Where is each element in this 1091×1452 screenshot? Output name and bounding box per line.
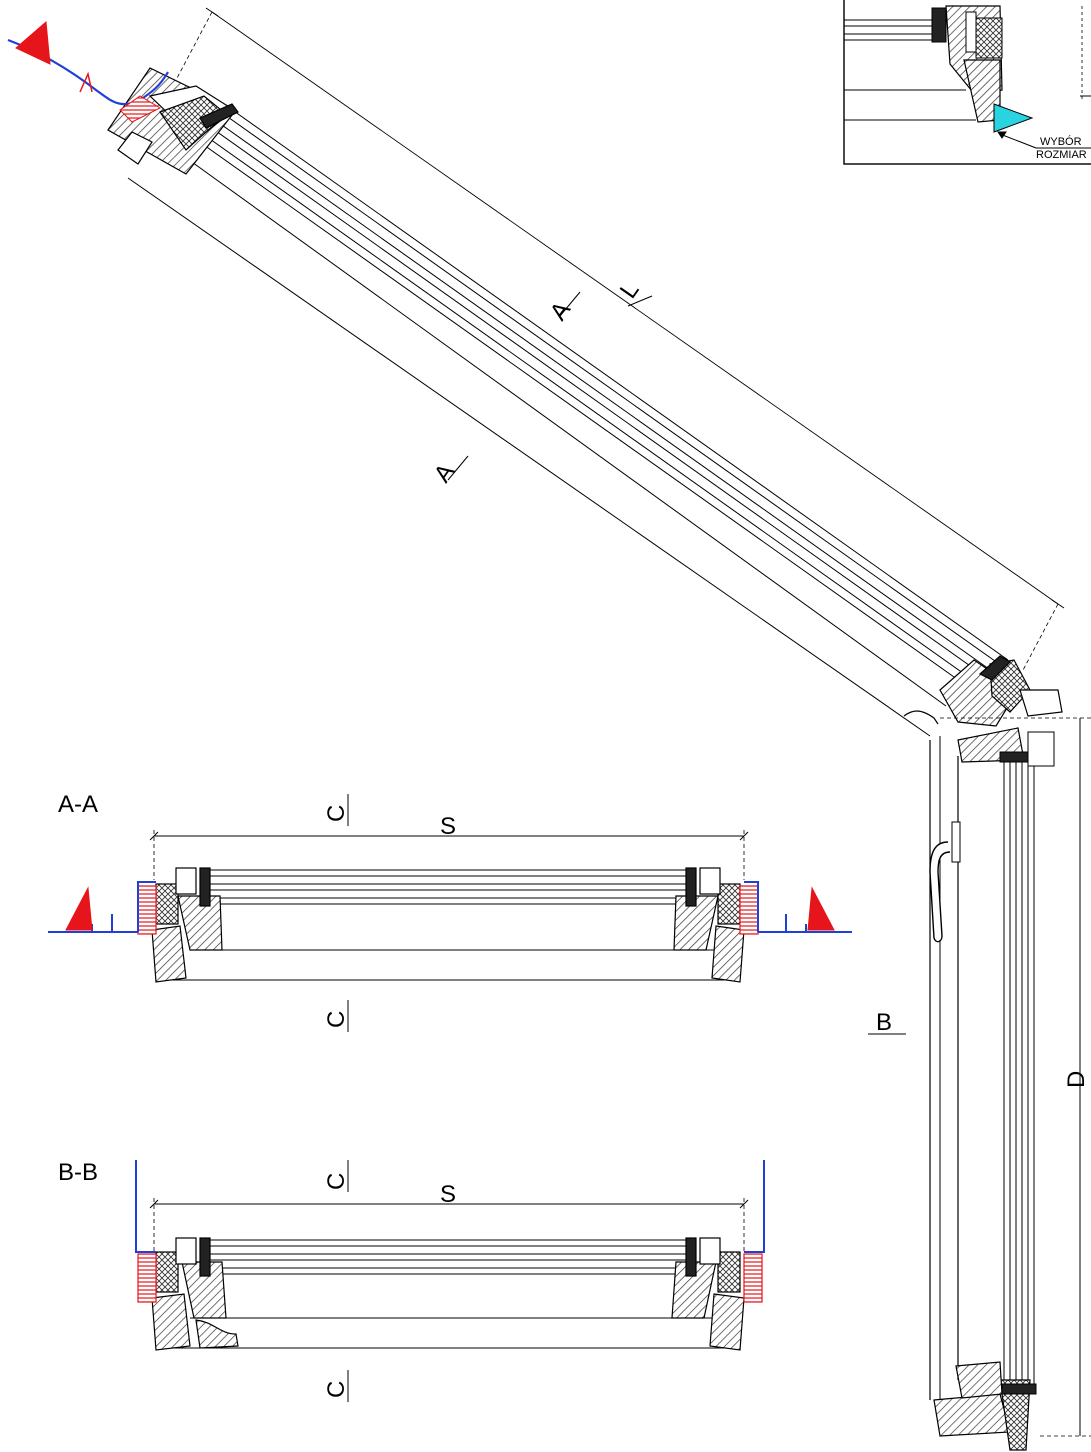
label-s-aa: S [440,813,456,840]
detail-inset [843,0,1091,165]
dim-marker-l [627,295,653,307]
size-selection-wedge [993,103,1034,133]
label-c-bb-bottom: C [323,1381,350,1398]
lining-line-upper [177,151,947,707]
label-c-aa-top: C [323,805,350,822]
bb-flashing-right [744,1160,765,1253]
aa-flashing-left [48,881,156,933]
section-aa [48,794,852,1032]
aa-left-profile [137,867,223,983]
label-c-bb-top: C [323,1173,350,1190]
label-l: L [615,277,645,303]
dim-marker-a-lower [447,455,469,481]
detail-text-line1: WYBÓR [1040,135,1082,148]
dimension-line-l [211,11,1059,605]
label-d: D [1063,1071,1090,1088]
section-label-bb: B-B [58,1159,98,1186]
detail-frame [843,0,1091,165]
dim-marker-a-upper [559,291,581,317]
detail-text-line2: ROZMIAR [1036,149,1087,161]
aa-insulation-left [65,886,93,931]
bottom-frame-profile [903,655,1063,727]
aa-glazing [210,869,690,905]
label-c-aa-bottom: C [323,1011,350,1028]
label-a-lower: A [429,459,460,488]
bb-right-profile [671,1237,763,1351]
sloped-window-section [7,7,1065,737]
label-a-upper: A [545,297,576,326]
glazing-lines [193,103,1009,695]
aa-right-profile [673,867,759,983]
bb-glazing [210,1239,690,1275]
vertical-sill-profile [933,1393,1011,1437]
lining-line-lower [127,177,931,737]
top-insulation-wedge [15,20,51,65]
aa-insulation-right [807,886,835,931]
bb-flashing-left [135,1160,156,1253]
label-b: B [876,1009,892,1036]
aa-flashing-right [744,881,852,933]
top-insulation-pad [119,95,162,123]
label-s-bb: S [440,1181,456,1208]
section-label-aa: A-A [58,791,98,818]
vertical-window-section [868,717,1091,1451]
vertical-glazing [1003,762,1035,1390]
section-bb [135,1160,765,1402]
bb-left-profile [137,1237,239,1351]
top-frame-profile [107,67,239,175]
